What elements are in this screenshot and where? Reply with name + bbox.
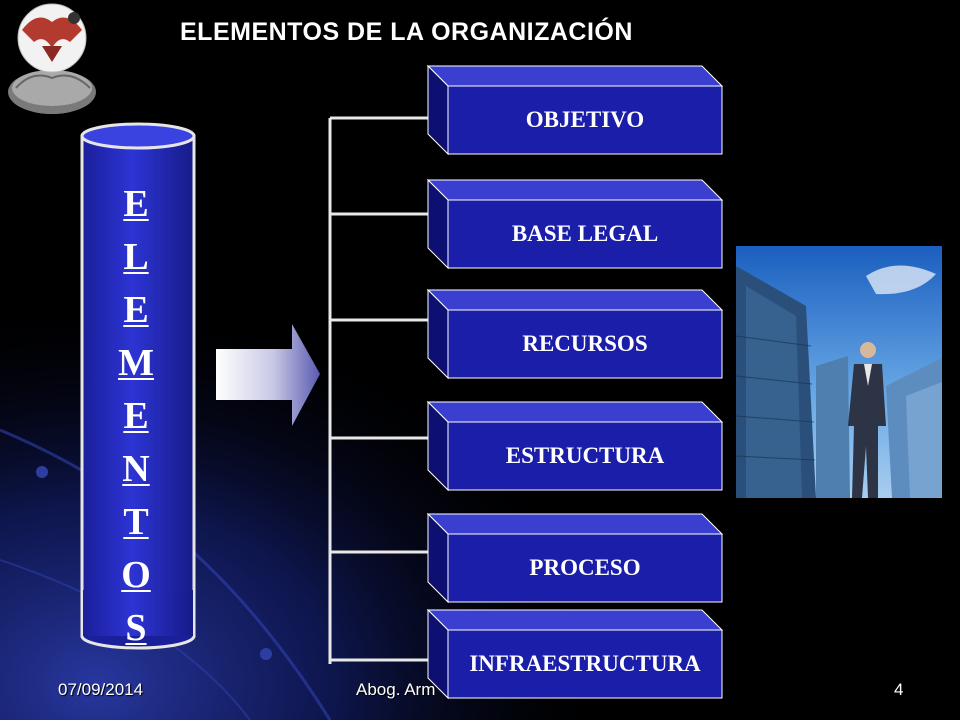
element-box: PROCESO: [424, 512, 726, 606]
element-box: RECURSOS: [424, 288, 726, 382]
box-shape: [426, 288, 724, 380]
box-label: OBJETIVO: [525, 107, 645, 132]
right-arrow-icon: [216, 324, 320, 426]
box-shape: [426, 608, 724, 700]
box-shape: [426, 178, 724, 270]
businessman-skyscrapers-photo: [736, 246, 942, 498]
cylinder-letter: L: [123, 236, 149, 278]
background-dot: [260, 648, 272, 660]
cylinder-letter: T: [123, 501, 149, 543]
bracket-connector: [328, 116, 430, 664]
element-box: BASE LEGAL: [424, 178, 726, 272]
cylinder-letter: N: [122, 448, 150, 490]
footer-date: 07/09/2014: [58, 680, 144, 699]
box-label: RECURSOS: [522, 331, 648, 356]
box-label: PROCESO: [529, 555, 641, 580]
element-box: ESTRUCTURA: [424, 400, 726, 494]
box-label: INFRAESTRUCTURA: [469, 651, 701, 676]
eagle-emblem-logo: [8, 3, 96, 114]
box-shape: [426, 64, 724, 156]
footer-author: Abog. Arm: [356, 680, 436, 699]
cylinder-letter: E: [123, 183, 149, 225]
background-dot: [36, 466, 48, 478]
box-shape: [426, 512, 724, 604]
element-box: OBJETIVO: [424, 64, 726, 158]
cylinder-letter: O: [121, 554, 151, 596]
cylinder-letter: S: [125, 607, 147, 649]
elementos-cylinder: [80, 122, 196, 650]
box-label: ESTRUCTURA: [505, 443, 665, 468]
cylinder-letter: E: [123, 395, 149, 437]
box-shape: [426, 400, 724, 492]
cylinder-letter: E: [123, 289, 149, 331]
cylinder-letter: M: [118, 342, 154, 384]
slide-title: ELEMENTOS DE LA ORGANIZACIÓN: [180, 18, 633, 46]
box-label: BASE LEGAL: [511, 221, 659, 246]
element-box: INFRAESTRUCTURA: [424, 608, 726, 702]
footer-page-number: 4: [894, 680, 904, 699]
